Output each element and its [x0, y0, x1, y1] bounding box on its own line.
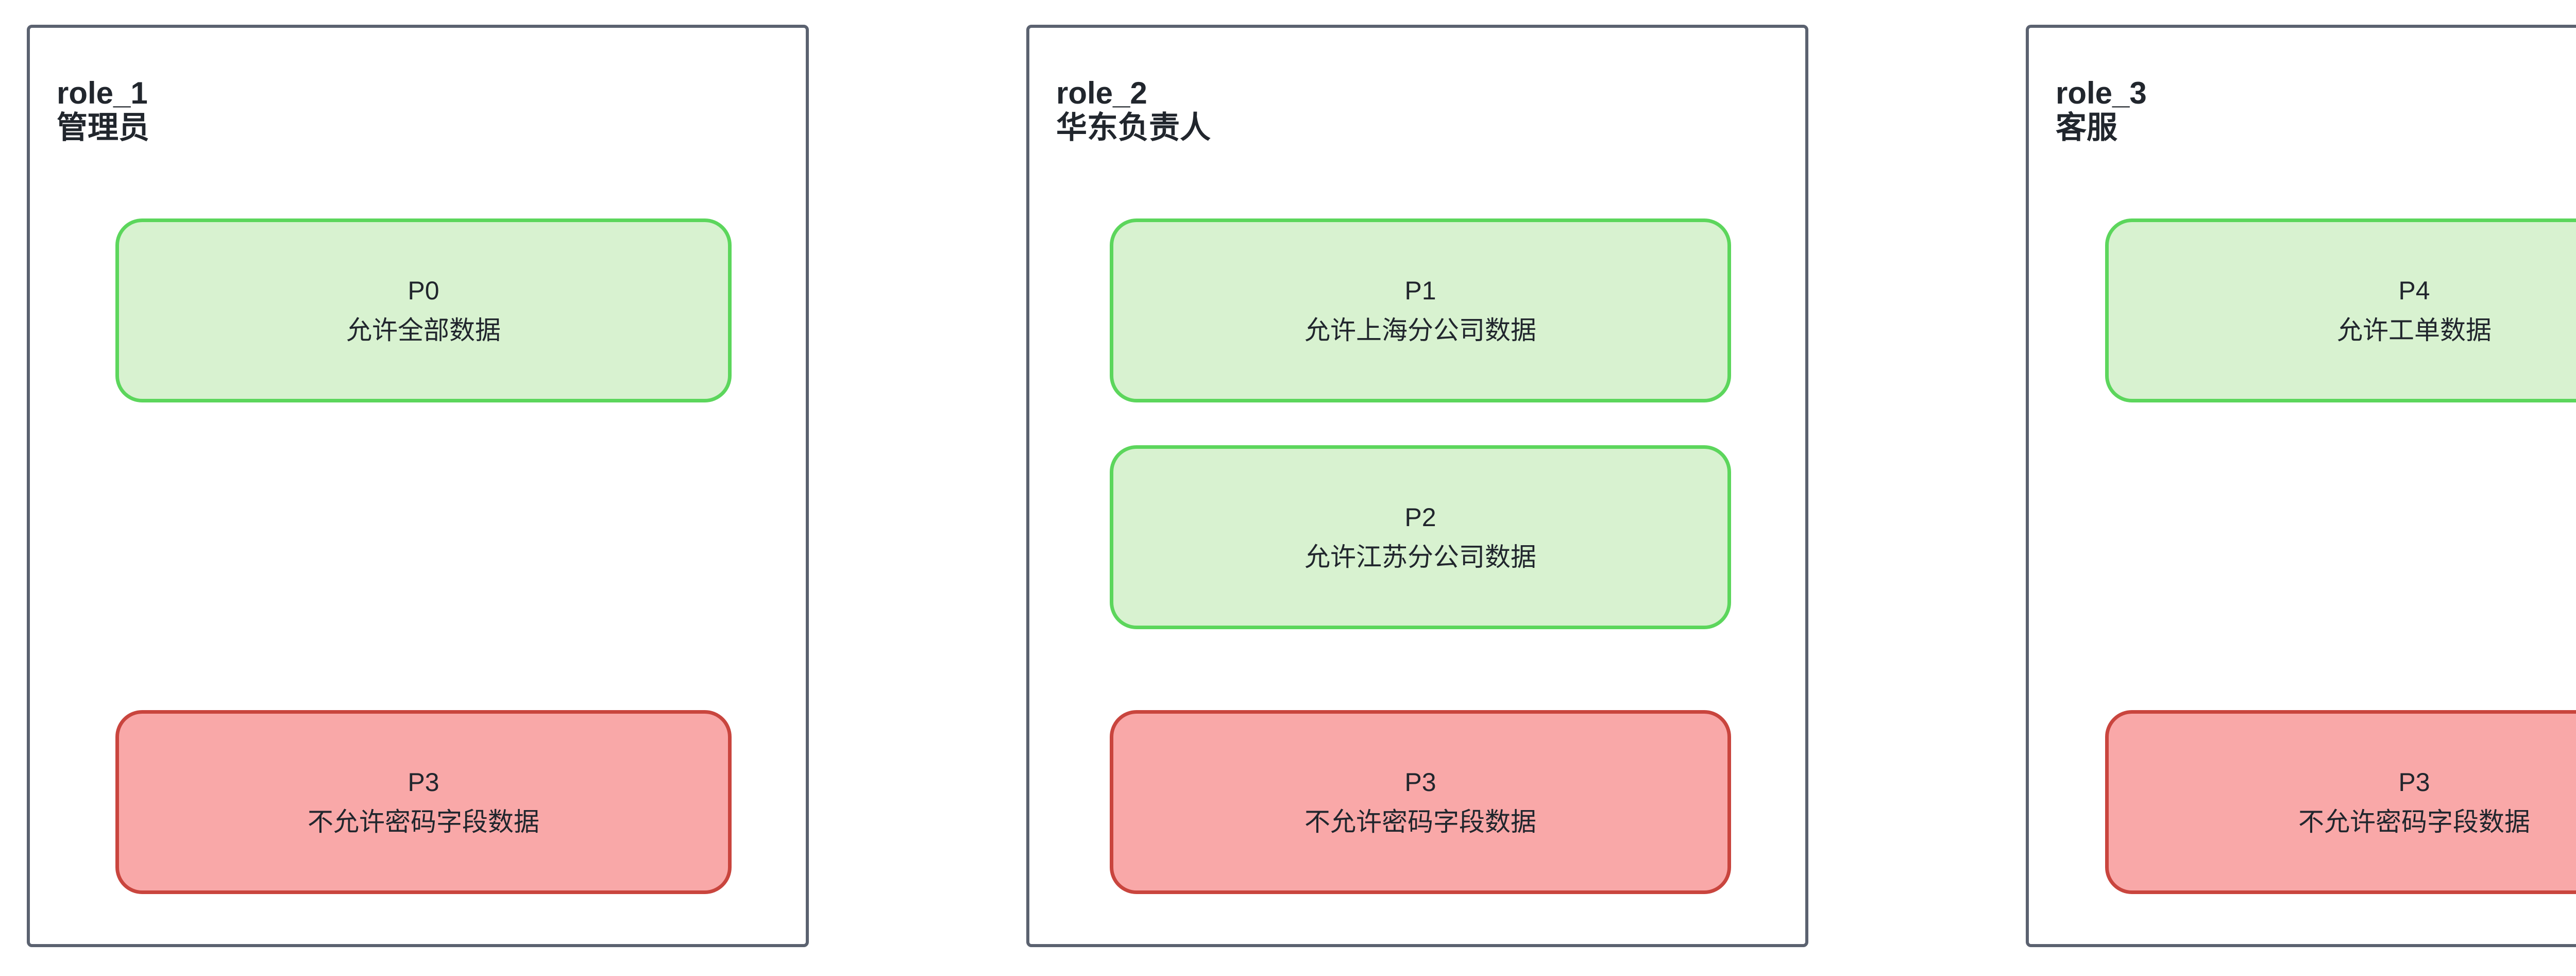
- role-name-label: 客服: [2056, 110, 2117, 145]
- permission-id-label: P1: [1404, 276, 1436, 305]
- permission-desc-label: 允许工单数据: [2337, 315, 2492, 345]
- role-id-label: role_1: [57, 76, 148, 111]
- role-panel-title-role_2: role_2 华东负责人: [1056, 41, 1211, 180]
- role-panel-role_2[interactable]: role_2 华东负责人 P1 允许上海分公司数据 P2 允许江苏分公司数据 P…: [1026, 25, 1808, 947]
- permission-node-P4[interactable]: P4 允许工单数据: [2105, 218, 2576, 402]
- permission-node-P3[interactable]: P3 不允许密码字段数据: [2105, 710, 2576, 894]
- permission-desc-label: 允许上海分公司数据: [1304, 315, 1536, 345]
- permission-id-label: P2: [1404, 502, 1436, 532]
- permission-desc-label: 不允许密码字段数据: [2298, 807, 2530, 836]
- permission-desc-label: 不允许密码字段数据: [1304, 807, 1536, 836]
- permission-id-label: P0: [408, 276, 439, 305]
- permission-node-P0[interactable]: P0 允许全部数据: [115, 218, 732, 402]
- permission-node-P2[interactable]: P2 允许江苏分公司数据: [1110, 445, 1731, 629]
- permission-id-label: P3: [408, 767, 439, 797]
- permission-node-P3[interactable]: P3 不允许密码字段数据: [1110, 710, 1731, 894]
- permission-id-label: P4: [2398, 276, 2430, 305]
- role-name-label: 管理员: [57, 110, 149, 145]
- role-id-label: role_2: [1056, 76, 1147, 111]
- role-id-label: role_3: [2056, 76, 2147, 111]
- role-panel-role_3[interactable]: role_3 客服 P4 允许工单数据 P3 不允许密码字段数据: [2026, 25, 2576, 947]
- role-panel-role_1[interactable]: role_1 管理员 P0 允许全部数据 P3 不允许密码字段数据: [27, 25, 809, 947]
- permission-id-label: P3: [2398, 767, 2430, 797]
- role-panel-title-role_1: role_1 管理员: [57, 41, 149, 180]
- permission-id-label: P3: [1404, 767, 1436, 797]
- role-panel-title-role_3: role_3 客服: [2056, 41, 2147, 180]
- role-name-label: 华东负责人: [1056, 110, 1211, 145]
- permission-node-P1[interactable]: P1 允许上海分公司数据: [1110, 218, 1731, 402]
- permission-node-P3[interactable]: P3 不允许密码字段数据: [115, 710, 732, 894]
- permission-desc-label: 允许江苏分公司数据: [1304, 542, 1536, 571]
- permission-desc-label: 不允许密码字段数据: [308, 807, 539, 836]
- permission-desc-label: 允许全部数据: [346, 315, 501, 345]
